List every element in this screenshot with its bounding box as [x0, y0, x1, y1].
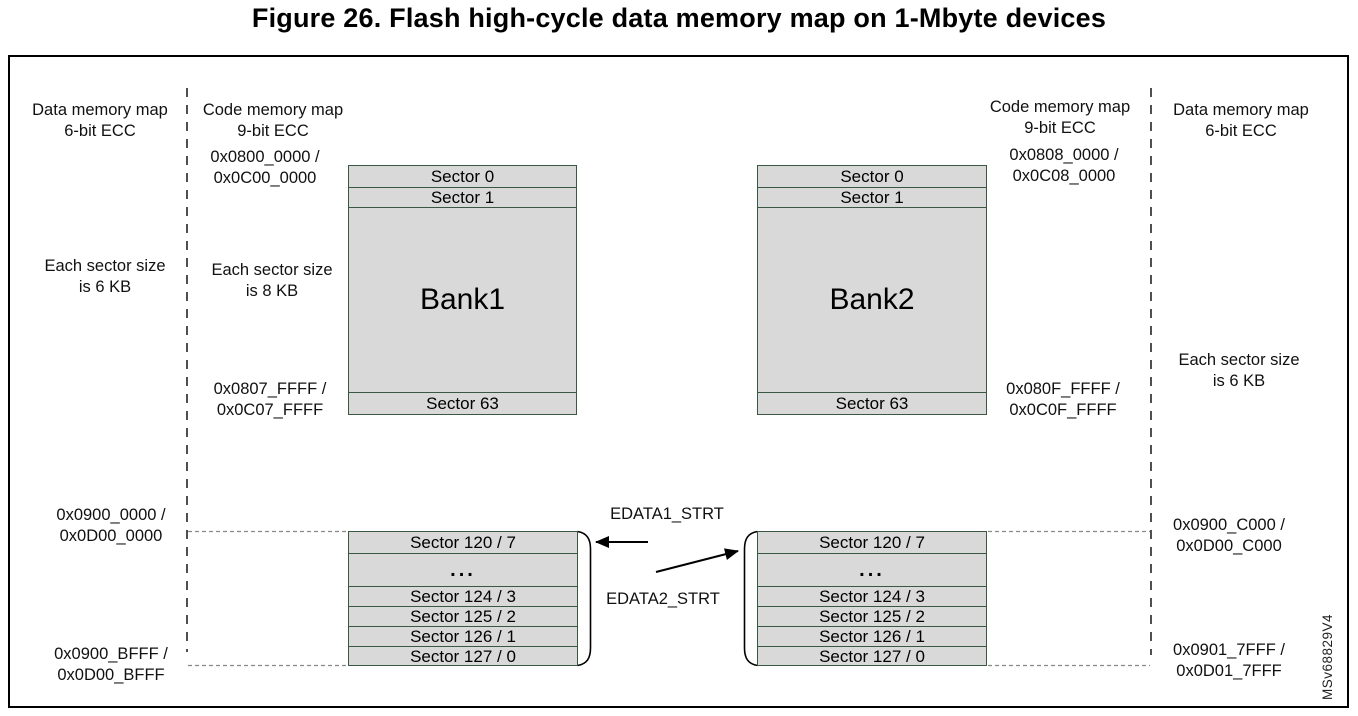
bank2-label: Bank2	[829, 283, 915, 316]
right-data-memory-map-label: Data memory map 6-bit ECC	[1173, 101, 1309, 140]
bank2-start-address: 0x0808_0000 / 0x0C08_0000	[1009, 146, 1119, 185]
bank1-label: Bank1	[419, 283, 506, 316]
edata1-row-124: Sector 124 / 3	[349, 587, 577, 607]
edata2-strt-label: EDATA2_STRT	[606, 590, 720, 608]
edata2-start-address: 0x0900_C000 / 0x0D00_C000	[1173, 516, 1285, 555]
figure-title: Figure 26. Flash high-cycle data memory …	[251, 3, 1107, 33]
edata2-row-120: Sector 120 / 7	[758, 532, 986, 554]
right-code-memory-map-label: Code memory map 9-bit ECC	[989, 98, 1131, 137]
bank2-sector63-row: Sector 63	[758, 392, 986, 414]
edata1-row-126: Sector 126 / 1	[349, 627, 577, 647]
edata1-row-125: Sector 125 / 2	[349, 607, 577, 627]
edata2-row-127: Sector 127 / 0	[819, 647, 925, 666]
edata2-row-ellipsis: ...	[758, 554, 986, 587]
bank2-box: Sector 0 Sector 1 Bank2 Sector 63	[757, 165, 987, 415]
figure-watermark: MSv68829V4	[1320, 613, 1335, 700]
bank2-end-address: 0x080F_FFFF / 0x0C0F_FFFF	[1006, 380, 1120, 419]
bank2-sector0-row: Sector 0	[758, 166, 986, 188]
bank1-sector0-row: Sector 0	[349, 166, 576, 188]
bank1-sector1-row: Sector 1	[349, 188, 576, 208]
bank1-sector63-row: Sector 63	[349, 392, 576, 414]
edata2-block: Sector 120 / 7 ... Sector 124 / 3 Sector…	[757, 531, 987, 666]
bank1-start-address: 0x0800_0000 / 0x0C00_0000	[210, 148, 320, 187]
edata1-row-ellipsis: ...	[349, 554, 577, 587]
edata1-row-120: Sector 120 / 7	[349, 532, 577, 554]
edata2-row-124: Sector 124 / 3	[758, 587, 986, 607]
bank2-sector1-row: Sector 1	[758, 188, 986, 208]
edata2-row-125: Sector 125 / 2	[758, 607, 986, 627]
bank1-end-address: 0x0807_FFFF / 0x0C07_FFFF	[213, 380, 327, 419]
edata1-start-address: 0x0900_0000 / 0x0D00_0000	[56, 506, 166, 545]
edata1-end-address: 0x0900_BFFF / 0x0D00_BFFF	[54, 645, 168, 684]
bank1-box: Sector 0 Sector 1 Bank1 Sector 63	[348, 165, 577, 415]
right-sector-size-6kb-label: Each sector size is 6 KB	[1178, 351, 1300, 390]
edata1-row-127: Sector 127 / 0	[410, 647, 516, 666]
left-sector-size-6kb-label: Each sector size is 6 KB	[44, 257, 166, 296]
edata1-block: Sector 120 / 7 ... Sector 124 / 3 Sector…	[348, 531, 578, 666]
left-data-memory-map-label: Data memory map 6-bit ECC	[32, 101, 168, 140]
edata2-row-126: Sector 126 / 1	[758, 627, 986, 647]
edata1-strt-label: EDATA1_STRT	[610, 505, 724, 523]
left-sector-size-8kb-label: Each sector size is 8 KB	[211, 261, 333, 300]
left-code-memory-map-label: Code memory map 9-bit ECC	[202, 101, 344, 140]
diagram-frame	[8, 55, 1349, 708]
edata2-end-address: 0x0901_7FFF / 0x0D01_7FFF	[1173, 641, 1285, 680]
